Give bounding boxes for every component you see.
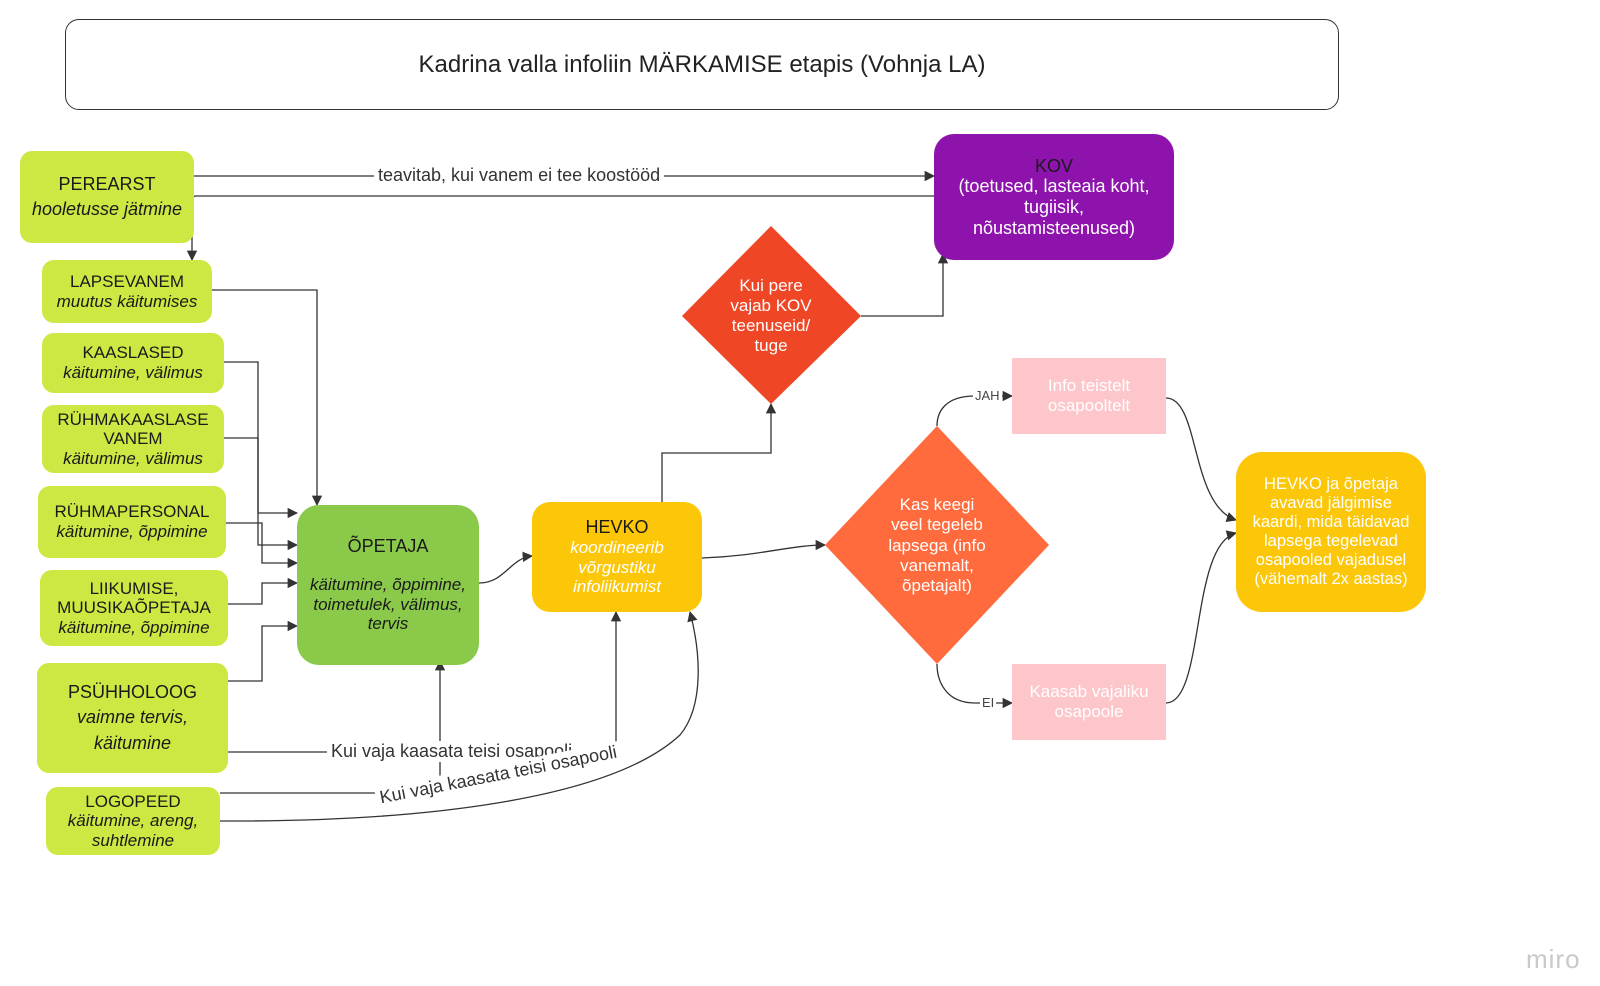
final-text: HEVKO ja õpetaja avavad jälgimise kaardi… [1252, 475, 1410, 588]
edge-ei [936, 663, 1014, 709]
edge-lapsevanem-opetaja [212, 289, 323, 507]
decision-keegi-line-2: lapsega (info [888, 536, 985, 555]
decision-kov-line-3: tuge [754, 336, 787, 355]
edge-info-final [1165, 397, 1237, 523]
edge-hevko-decision-kov [661, 402, 777, 502]
ryhmapersonal-sub: käitumine, õppimine [56, 522, 208, 541]
decision-keegi-line-0: Kas keegi [900, 495, 975, 514]
edge-label-jah: JAH [973, 388, 1002, 403]
edge-decision-kov [861, 252, 949, 317]
edge-logopeed-hevko [219, 610, 699, 822]
ryhmapersonal-title: RÜHMAPERSONAL [54, 502, 210, 522]
node-perearst: PEREARST hooletusse jätmine [20, 151, 194, 243]
kov-title: KOV [1034, 155, 1073, 176]
edge-kov-lapsevanem [186, 195, 934, 262]
edge-opetaja-hevko [478, 551, 534, 584]
edge-ryhmakaaslase-opetaja [224, 437, 299, 551]
diagram-title: Kadrina valla infoliin MÄRKAMISE etapis … [418, 50, 986, 78]
kaaslased-sub: käitumine, välimus [63, 363, 203, 382]
psyhholoog-sub: vaimne tervis, käitumine [76, 707, 189, 753]
edge-kaasab-final [1165, 530, 1238, 704]
node-psyhholoog: PSÜHHOLOOG vaimne tervis, käitumine [37, 663, 228, 773]
edge-psyhholoog-opetaja [228, 620, 299, 682]
decision-kov-line-0: Kui pere [739, 276, 802, 295]
edge-hevko-decision-keegi [701, 539, 827, 559]
node-opetaja: ÕPETAJA käitumine, õppimine, toimetulek,… [297, 505, 479, 665]
liikumise-title: LIIKUMISE, MUUSIKAÕPETAJA [57, 578, 211, 618]
kaasab-text: Kaasab vajaliku osapoole [1029, 682, 1149, 721]
lapsevanem-title: LAPSEVANEM [69, 271, 184, 291]
ryhmakaaslase-vanem-title: RÜHMAKAASLASE VANEM [57, 409, 209, 449]
logopeed-title: LOGOPEED [85, 791, 181, 811]
info-teistelt-text: Info teistelt osapooltelt [1047, 376, 1131, 415]
node-logopeed: LOGOPEED käitumine, areng, suhtlemine [46, 787, 220, 855]
node-liikumise: LIIKUMISE, MUUSIKAÕPETAJA käitumine, õpp… [40, 570, 228, 646]
opetaja-title: ÕPETAJA [347, 536, 429, 557]
node-kaaslased: KAASLASED käitumine, välimus [42, 333, 224, 393]
diagram-title-box: Kadrina valla infoliin MÄRKAMISE etapis … [65, 19, 1339, 110]
hevko-title: HEVKO [585, 517, 649, 538]
opetaja-sub: käitumine, õppimine, toimetulek, välimus… [310, 575, 466, 634]
decision-kov-diamond [682, 226, 861, 404]
node-kov: KOV (toetused, lasteaia koht, tugiisik, … [934, 134, 1174, 260]
psyhholoog-title: PSÜHHOLOOG [67, 682, 198, 703]
node-hevko: HEVKO koordineerib võrgustiku infoliikum… [532, 502, 702, 612]
node-kaasab: Kaasab vajaliku osapoole [1012, 664, 1166, 740]
edge-ryhmapersonal-opetaja [226, 522, 299, 569]
decision-kov-line-2: teenuseid/ [732, 316, 811, 335]
miro-logo: miro [1526, 944, 1581, 974]
liikumise-sub: käitumine, õppimine [58, 617, 210, 637]
node-ryhmakaaslase-vanem: RÜHMAKAASLASE VANEM käitumine, välimus [42, 405, 224, 473]
logopeed-sub: käitumine, areng, suhtlemine [67, 811, 199, 850]
hevko-sub: koordineerib võrgustiku infoliikumist [570, 538, 664, 597]
decision-keegi-diamond [825, 426, 1049, 664]
perearst-title: PEREARST [58, 173, 156, 194]
edge-label-ei: EI [980, 695, 997, 710]
node-ryhmapersonal: RÜHMAPERSONAL käitumine, õppimine [38, 486, 226, 558]
decision-keegi-line-1: veel tegeleb [891, 515, 983, 534]
decision-keegi-line-3: vanemalt, [900, 556, 974, 575]
perearst-sub: hooletusse jätmine [31, 199, 183, 219]
node-lapsevanem: LAPSEVANEM muutus käitumises [42, 260, 212, 323]
kov-sub: (toetused, lasteaia koht, tugiisik, nõus… [958, 176, 1150, 238]
node-final: HEVKO ja õpetaja avavad jälgimise kaardi… [1236, 452, 1426, 612]
ryhmakaaslase-vanem-sub: käitumine, välimus [63, 448, 203, 468]
edge-label-kaasata-1: Kui vaja kaasata teisi osapooli [327, 741, 577, 762]
node-info-teistelt: Info teistelt osapooltelt [1012, 358, 1166, 434]
decision-keegi-line-4: õpetajalt) [902, 576, 972, 595]
edge-label-teavitab: teavitab, kui vanem ei tee koostööd [374, 165, 665, 186]
edge-liikumise-opetaja [228, 577, 299, 605]
lapsevanem-sub: muutus käitumises [56, 291, 198, 311]
kaaslased-title: KAASLASED [82, 343, 184, 363]
decision-kov-line-1: vajab KOV [730, 296, 812, 315]
